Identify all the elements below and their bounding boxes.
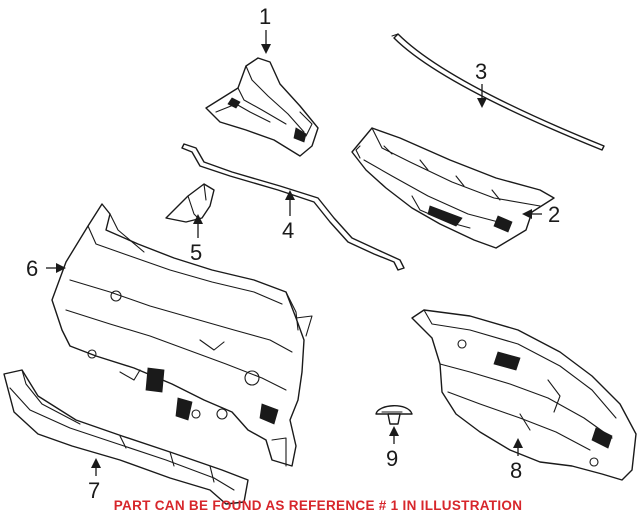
callout-9: 9 (386, 446, 398, 471)
callout-numbers: 1 3 2 4 5 6 7 8 9 (26, 4, 560, 503)
callout-8: 8 (510, 458, 522, 483)
part-1-cowl-panel (205, 57, 319, 157)
arrow-9 (389, 426, 399, 436)
part-4-rod (181, 143, 405, 271)
part-2-cowl-cover (351, 127, 555, 249)
part-8-rear-panel (411, 309, 637, 481)
callout-1: 1 (259, 4, 271, 29)
callout-6: 6 (26, 256, 38, 281)
footer-note: PART CAN BE FOUND AS REFERENCE # 1 IN IL… (114, 498, 523, 513)
callout-7: 7 (88, 478, 100, 503)
callout-5: 5 (190, 240, 202, 265)
arrow-4 (285, 190, 295, 200)
part-3-seal-strip (391, 33, 605, 151)
arrow-5 (193, 214, 203, 224)
part-7-cross-member (3, 369, 249, 505)
part-6-dash-panel (51, 203, 313, 467)
callout-4: 4 (282, 218, 294, 243)
arrow-6 (56, 263, 66, 273)
arrow-7 (91, 458, 101, 468)
arrow-2 (522, 209, 532, 219)
arrow-3 (477, 98, 487, 108)
arrow-1 (261, 44, 271, 54)
arrow-8 (513, 438, 523, 448)
leader-lines (46, 30, 542, 476)
callout-3: 3 (475, 59, 487, 84)
callout-2: 2 (548, 202, 560, 227)
part-5-bracket (165, 183, 215, 223)
part-9-plug (375, 405, 413, 425)
